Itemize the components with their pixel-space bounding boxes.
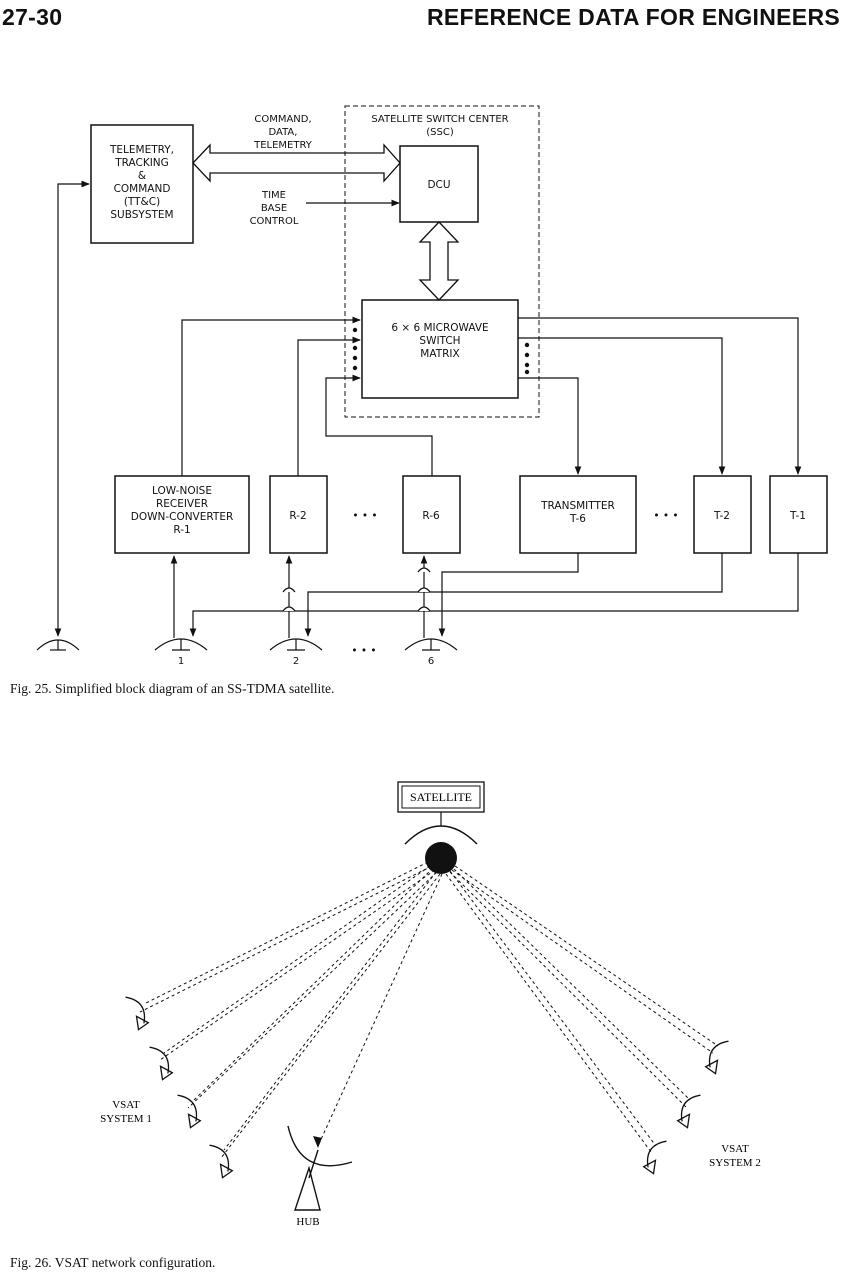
- ellipsis-antennas: • • •: [351, 645, 376, 657]
- command-data-label: COMMAND, DATA, TELEMETRY: [253, 114, 313, 151]
- ttc-line-3: &: [138, 170, 146, 182]
- vsat-system-1-label: VSAT SYSTEM 1: [100, 1099, 152, 1125]
- ttc-line-4: COMMAND: [114, 183, 171, 195]
- dcu-label: DCU: [427, 179, 450, 191]
- command-line-1: COMMAND,: [254, 114, 311, 125]
- receiver-r1-label: LOW-NOISE RECEIVER DOWN-CONVERTER R-1: [131, 485, 234, 536]
- vsat1-line-2: SYSTEM 1: [100, 1113, 152, 1125]
- ssc-line-1: SATELLITE SWITCH CENTER: [371, 114, 508, 125]
- fig25-caption: Fig. 25. Simplified block diagram of an …: [10, 681, 335, 696]
- ttc-line-1: TELEMETRY,: [109, 144, 174, 156]
- command-data-arrow: [192, 143, 401, 183]
- receiver-line-2: RECEIVER: [156, 498, 208, 510]
- receiver-r2-label: R-2: [289, 510, 306, 522]
- matrix-line-2: SWITCH: [419, 335, 460, 347]
- antenna-label-6: 6: [428, 656, 434, 667]
- vsat-system-2-label: VSAT SYSTEM 2: [709, 1143, 761, 1169]
- time-line-2: BASE: [261, 203, 287, 214]
- hub-antenna: [287, 1125, 353, 1211]
- transmitter-line-1: TRANSMITTER: [540, 500, 615, 512]
- transmitter-t2-label: T-2: [713, 510, 730, 522]
- vsat1-line-1: VSAT: [112, 1099, 140, 1111]
- receiver-line-3: DOWN-CONVERTER: [131, 511, 234, 523]
- transmitter-t1-label: T-1: [789, 510, 806, 522]
- ttc-line-2: TRACKING: [114, 157, 169, 169]
- fig26-caption: Fig. 26. VSAT network configuration.: [10, 1255, 216, 1270]
- antenna-label-2: 2: [293, 656, 299, 667]
- ttc-block: [90, 124, 194, 244]
- transmitter-t6-label: TRANSMITTER T-6: [540, 500, 615, 525]
- command-line-3: TELEMETRY: [253, 140, 313, 151]
- antenna-labels: 1 2 6: [178, 656, 434, 667]
- satellite-label: SATELLITE: [410, 790, 472, 804]
- ellipsis-receivers: • • •: [352, 510, 377, 522]
- hub-label: HUB: [296, 1216, 319, 1228]
- page-number: 27-30: [2, 4, 63, 30]
- ssc-label: SATELLITE SWITCH CENTER (SSC): [371, 114, 508, 138]
- vsat-terminals: [125, 996, 729, 1179]
- matrix-line-3: MATRIX: [420, 348, 459, 360]
- matrix-line-1: 6 × 6 MICROWAVE: [391, 322, 488, 334]
- receiver-line-4: R-1: [173, 524, 190, 536]
- ssc-boundary: [344, 105, 540, 418]
- vsat2-line-1: VSAT: [721, 1143, 749, 1155]
- command-line-2: DATA,: [269, 127, 298, 138]
- receiver-r6-label: R-6: [422, 510, 440, 522]
- ssc-line-2: (SSC): [426, 127, 454, 138]
- ellipsis-transmitters: • • •: [653, 510, 678, 522]
- ttc-line-6: SUBSYSTEM: [110, 209, 173, 221]
- receiver-line-1: LOW-NOISE: [152, 485, 212, 497]
- dcu-matrix-arrow: [418, 221, 460, 301]
- time-line-1: TIME: [261, 190, 286, 201]
- antenna-label-1: 1: [178, 656, 184, 667]
- transmitter-line-2: T-6: [569, 513, 586, 525]
- matrix-label: 6 × 6 MICROWAVE SWITCH MATRIX: [391, 322, 488, 360]
- vsat-links: [139, 861, 719, 1159]
- matrix-block: [361, 299, 519, 399]
- satellite-body: [425, 842, 457, 874]
- ttc-label: TELEMETRY, TRACKING & COMMAND (TT&C) SUB…: [109, 144, 174, 221]
- time-line-3: CONTROL: [250, 216, 299, 227]
- vsat2-line-2: SYSTEM 2: [709, 1157, 761, 1169]
- ttc-line-5: (TT&C): [124, 196, 160, 208]
- ground-antennas: [36, 638, 458, 651]
- header-title: REFERENCE DATA FOR ENGINEERS: [426, 4, 840, 30]
- time-base-label: TIME BASE CONTROL: [250, 190, 299, 227]
